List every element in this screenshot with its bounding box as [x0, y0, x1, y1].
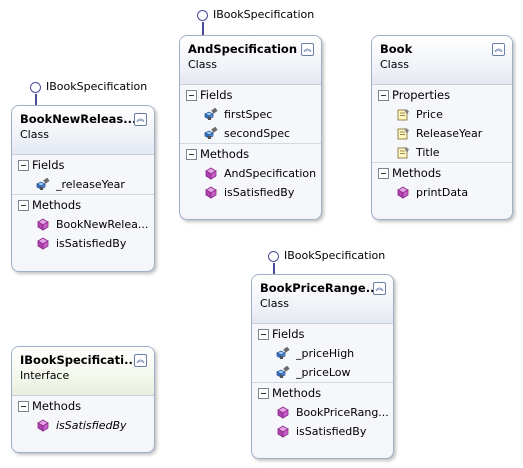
class-shape-book-price-range[interactable]: BookPriceRange... Class ︽ Fields _priceH…: [251, 274, 394, 459]
interface-title: IBookSpecificati...: [20, 353, 138, 367]
collapse-chevron-icon[interactable]: ︽: [373, 282, 386, 295]
class-shape-book[interactable]: Book Class ︽ Properties Price ReleaseYea…: [371, 35, 513, 220]
collapse-minus-icon[interactable]: [18, 160, 29, 171]
methods-section-header[interactable]: Methods: [12, 194, 154, 215]
collapse-minus-icon[interactable]: [18, 401, 29, 412]
field-icon: [204, 108, 218, 121]
class-stereotype: Class: [20, 128, 49, 141]
class-title: BookPriceRange...: [260, 281, 379, 295]
interface-circle-icon: [268, 251, 279, 262]
method-item[interactable]: printData: [372, 183, 512, 202]
method-icon: [276, 406, 290, 419]
fields-section-header[interactable]: Fields: [252, 324, 393, 344]
method-item[interactable]: isSatisfiedBy: [252, 422, 393, 441]
method-item[interactable]: isSatisfiedBy: [12, 234, 154, 253]
method-icon: [204, 167, 218, 180]
property-icon: [396, 146, 410, 159]
collapse-minus-icon[interactable]: [18, 200, 29, 211]
method-icon: [36, 419, 50, 432]
collapse-chevron-icon[interactable]: ︽: [301, 43, 314, 56]
class-stereotype: Class: [380, 58, 409, 71]
collapse-minus-icon[interactable]: [258, 388, 269, 399]
field-icon: [36, 178, 50, 191]
class-stereotype: Class: [188, 58, 217, 71]
property-item[interactable]: Title: [372, 143, 512, 162]
collapse-chevron-icon[interactable]: ︽: [134, 113, 147, 126]
collapse-minus-icon[interactable]: [378, 168, 389, 179]
collapse-minus-icon[interactable]: [258, 329, 269, 340]
fields-section-header[interactable]: Fields: [180, 85, 321, 105]
property-item[interactable]: Price: [372, 105, 512, 124]
class-stereotype: Class: [260, 297, 289, 310]
properties-section-header[interactable]: Properties: [372, 85, 512, 105]
method-item[interactable]: AndSpecification: [180, 164, 321, 183]
class-shape-and-specification[interactable]: AndSpecification Class ︽ Fields firstSpe…: [179, 35, 322, 220]
field-item[interactable]: _priceHigh: [252, 344, 393, 363]
field-icon: [204, 127, 218, 140]
interface-shape-ibook-specification[interactable]: IBookSpecificati... Interface ︽ Methods …: [11, 346, 155, 453]
fields-section-header[interactable]: Fields: [12, 155, 154, 175]
field-item[interactable]: secondSpec: [180, 124, 321, 143]
property-icon: [396, 108, 410, 121]
interface-circle-icon: [197, 10, 208, 21]
class-title: BookNewReleas...: [20, 112, 137, 126]
methods-section-header[interactable]: Methods: [372, 162, 512, 183]
collapse-minus-icon[interactable]: [378, 90, 389, 101]
methods-section-header[interactable]: Methods: [12, 396, 154, 416]
class-title: AndSpecification: [188, 42, 298, 56]
field-icon: [276, 347, 290, 360]
method-item[interactable]: BookPriceRang...: [252, 403, 393, 422]
field-item[interactable]: firstSpec: [180, 105, 321, 124]
class-shape-book-new-release[interactable]: BookNewReleas... Class ︽ Fields _release…: [11, 105, 155, 272]
methods-section-header[interactable]: Methods: [180, 143, 321, 164]
method-icon: [36, 218, 50, 231]
method-item[interactable]: isSatisfiedBy: [12, 416, 154, 435]
interface-label: IBookSpecification: [213, 8, 315, 21]
methods-section-header[interactable]: Methods: [252, 382, 393, 403]
class-title: Book: [380, 42, 413, 56]
method-item[interactable]: BookNewRelea...: [12, 215, 154, 234]
property-icon: [396, 127, 410, 140]
method-icon: [204, 186, 218, 199]
interface-label: IBookSpecification: [284, 249, 386, 262]
method-icon: [276, 425, 290, 438]
field-item[interactable]: _releaseYear: [12, 175, 154, 194]
collapse-chevron-icon[interactable]: ︽: [134, 354, 147, 367]
method-item[interactable]: isSatisfiedBy: [180, 183, 321, 202]
field-item[interactable]: _priceLow: [252, 363, 393, 382]
interface-stereotype: Interface: [20, 369, 70, 382]
method-icon: [36, 237, 50, 250]
collapse-chevron-icon[interactable]: ︽: [492, 43, 505, 56]
field-icon: [276, 366, 290, 379]
method-icon: [396, 186, 410, 199]
interface-label: IBookSpecification: [46, 80, 148, 93]
interface-circle-icon: [30, 82, 41, 93]
collapse-minus-icon[interactable]: [186, 90, 197, 101]
property-item[interactable]: ReleaseYear: [372, 124, 512, 143]
collapse-minus-icon[interactable]: [186, 149, 197, 160]
